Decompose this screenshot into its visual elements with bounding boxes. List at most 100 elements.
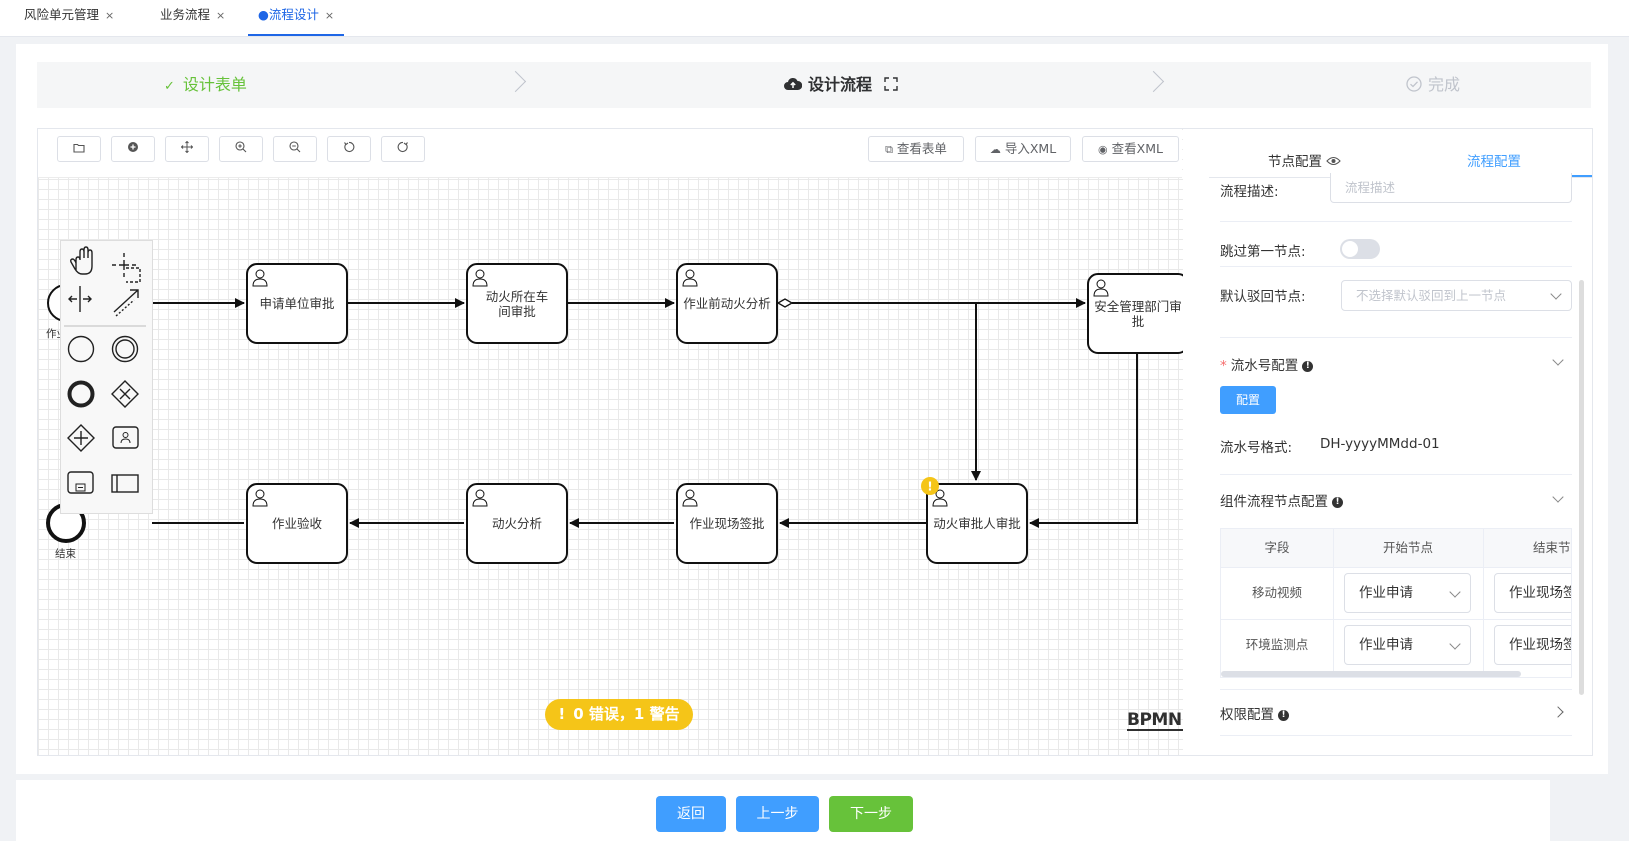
row-divider — [1221, 619, 1571, 620]
task-fire-approver-approval[interactable] — [926, 483, 1028, 564]
back-button[interactable]: 返回 — [656, 796, 726, 832]
pool-icon[interactable] — [111, 474, 139, 493]
parallel-gateway-icon[interactable] — [67, 424, 95, 452]
panel-scrollbar[interactable] — [1579, 280, 1584, 695]
serial-config-button[interactable]: 配置 — [1220, 386, 1276, 414]
task-pre-fire-analysis[interactable] — [676, 263, 778, 344]
serial-format-value: DH-yyyyMMdd-01 — [1320, 436, 1440, 452]
divider — [1220, 266, 1572, 267]
switch-knob — [1342, 241, 1358, 257]
end-node-select[interactable]: 作业现场签 — [1494, 573, 1571, 613]
task-site-sign[interactable] — [676, 483, 778, 564]
copy-icon: ⧉ — [885, 143, 893, 156]
step-finish[interactable]: 完成 — [1406, 62, 1460, 108]
default-flow-diamond — [776, 298, 794, 308]
svg-text:!: ! — [927, 480, 932, 494]
task-label: 申请单位审批 — [259, 296, 335, 311]
next-step-button[interactable]: 下一步 — [829, 796, 913, 832]
close-icon[interactable]: × — [324, 9, 335, 22]
bpmn-canvas[interactable] — [37, 128, 1184, 756]
open-file-button[interactable] — [57, 136, 101, 162]
close-icon[interactable]: × — [216, 9, 226, 22]
task-label: 动火审批人审批 — [933, 516, 1021, 531]
step-design-process[interactable]: 设计流程 — [784, 62, 898, 108]
close-icon[interactable]: × — [105, 9, 115, 22]
bpmn-palette — [60, 240, 153, 514]
start-event-icon[interactable] — [67, 335, 95, 363]
undo-icon — [344, 141, 355, 153]
permission-section-header[interactable]: 权限配置! — [1220, 703, 1289, 723]
tab-bar — [0, 0, 1629, 37]
col-divider — [1483, 529, 1484, 677]
table-horizontal-scrollbar[interactable] — [1221, 671, 1521, 677]
zoom-out-button[interactable] — [273, 136, 317, 162]
default-reject-label: 默认驳回节点: — [1220, 289, 1306, 305]
cloud-upload-icon: ☁ — [989, 143, 1001, 156]
prev-step-button[interactable]: 上一步 — [736, 796, 819, 832]
connect-tool-icon[interactable] — [113, 289, 139, 317]
step-design-form[interactable]: ✓设计表单 — [164, 75, 247, 94]
end-event-label: 结束 — [55, 548, 76, 560]
info-icon: ! — [1278, 709, 1289, 721]
task-label: 动火所在车间审批 — [485, 288, 549, 319]
desc-input[interactable]: 流程描述 — [1330, 173, 1572, 203]
table-cell-field: 移动视频 — [1251, 585, 1302, 600]
create-button[interactable] — [111, 136, 155, 162]
skip-first-switch[interactable] — [1340, 239, 1380, 259]
lasso-tool-icon[interactable] — [112, 253, 141, 283]
task-label: 作业现场签批 — [689, 516, 765, 531]
divider — [1220, 474, 1572, 475]
hand-tool-icon[interactable] — [70, 246, 93, 275]
tab-node-config[interactable]: 节点配置 — [1268, 150, 1341, 170]
subprocess-icon[interactable] — [67, 471, 94, 494]
divider — [1220, 221, 1572, 222]
redo-icon — [397, 141, 408, 153]
warning-icon: ! — [558, 705, 566, 723]
tab-business-process[interactable]: 业务流程× — [160, 7, 226, 22]
user-task-icon — [252, 269, 268, 287]
default-reject-select[interactable]: 不选择默认驳回到上一节点 — [1341, 280, 1572, 311]
required-mark: * — [1220, 358, 1227, 374]
view-form-button[interactable]: ⧉查看表单 — [868, 136, 964, 162]
task-label: 动火分析 — [491, 516, 542, 531]
check-circle-icon — [1406, 76, 1422, 92]
steps-bar — [37, 62, 1591, 108]
user-task-icon — [682, 269, 698, 287]
task-label: 安全管理部门审批 — [1094, 298, 1182, 329]
zoom-in-icon — [235, 141, 247, 153]
redo-button[interactable] — [381, 136, 425, 162]
fit-view-button[interactable] — [165, 136, 209, 162]
tab-process-config[interactable]: 流程配置 — [1467, 154, 1521, 170]
warning-marker-icon[interactable]: ! — [921, 477, 939, 495]
tab-process-design[interactable]: ●流程设计× — [248, 0, 345, 36]
zoom-in-button[interactable] — [219, 136, 263, 162]
undo-button[interactable] — [327, 136, 371, 162]
task-apply-unit-approval[interactable] — [246, 263, 348, 344]
serial-section-header[interactable]: *流水号配置! — [1220, 354, 1314, 374]
fullscreen-icon[interactable] — [883, 77, 898, 91]
task-fire-analysis[interactable] — [466, 483, 568, 564]
start-node-select[interactable]: 作业申请 — [1344, 625, 1471, 665]
user-task-icon — [682, 489, 698, 507]
space-tool-icon[interactable] — [68, 286, 92, 312]
view-xml-button[interactable]: ◉查看XML — [1082, 136, 1179, 162]
end-event-icon[interactable] — [67, 380, 95, 408]
task-label: 作业验收 — [271, 516, 322, 531]
component-table: 字段 开始节点 结束节点 移动视频 作业申请 作业现场签 环境监测点 作业申请 … — [1220, 528, 1572, 678]
exclusive-gateway-icon[interactable] — [111, 380, 139, 408]
user-task-icon — [472, 489, 488, 507]
task-acceptance[interactable] — [246, 483, 348, 564]
import-xml-button[interactable]: ☁导入XML — [975, 136, 1071, 162]
divider — [1220, 735, 1572, 736]
task-label: 作业前动火分析 — [683, 296, 771, 311]
lint-status-badge[interactable]: !0 错误，1 警告 — [545, 699, 693, 730]
end-node-select[interactable]: 作业现场签 — [1494, 625, 1571, 665]
component-section-header[interactable]: 组件流程节点配置! — [1220, 490, 1343, 510]
tab-risk-unit[interactable]: 风险单元管理× — [24, 7, 115, 22]
info-icon: ! — [1332, 496, 1343, 508]
start-node-select[interactable]: 作业申请 — [1344, 573, 1471, 613]
intermediate-event-icon[interactable] — [111, 335, 139, 363]
task-workshop-approval[interactable] — [466, 263, 568, 344]
user-task-icon[interactable] — [112, 426, 139, 449]
